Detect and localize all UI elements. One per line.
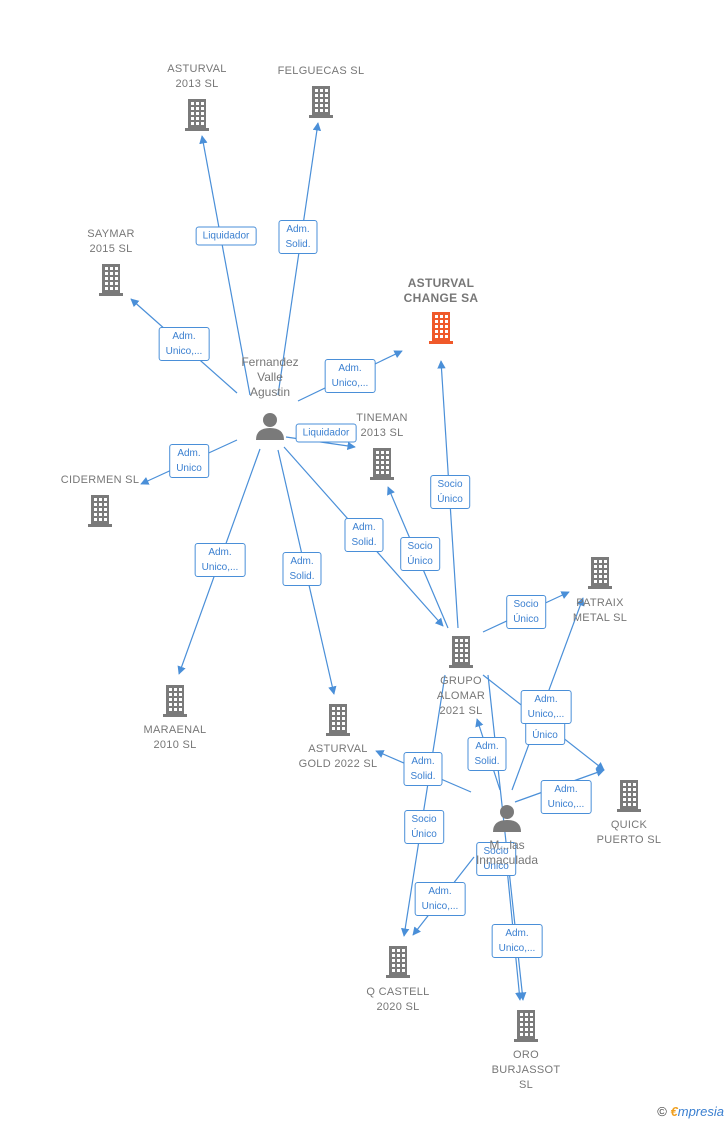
edge-label[interactable]: Adm. Unico,... bbox=[158, 327, 210, 361]
edge-label[interactable]: Adm. Solid. bbox=[467, 737, 507, 771]
edge-label[interactable]: Socio Único bbox=[400, 537, 440, 571]
company-label-asturvalchange[interactable]: ASTURVAL CHANGE SA bbox=[403, 276, 479, 305]
building-icon[interactable] bbox=[326, 704, 350, 736]
company-label-qcastell[interactable]: Q CASTELL 2020 SL bbox=[366, 986, 430, 1013]
building-icon[interactable] bbox=[386, 946, 410, 978]
building-icon[interactable] bbox=[514, 1010, 538, 1042]
company-label-oroburjassot[interactable]: ORO BURJASSOT SL bbox=[491, 1049, 561, 1091]
edge-label[interactable]: Socio Único bbox=[476, 842, 516, 876]
edge-label[interactable]: Adm. Solid. bbox=[344, 518, 384, 552]
company-label-quickpuerto[interactable]: QUICK PUERTO SL bbox=[596, 819, 662, 846]
edge-label[interactable]: Socio Único bbox=[430, 475, 470, 509]
building-icon[interactable] bbox=[429, 312, 453, 344]
person-icon[interactable] bbox=[493, 805, 521, 832]
company-label-saymar[interactable]: SAYMAR 2015 SL bbox=[87, 228, 135, 255]
person-label-person2[interactable]: M...las Inmaculada bbox=[475, 838, 539, 867]
edge-grupoalomar-to-qcastell bbox=[401, 674, 446, 937]
edge-label[interactable]: Liquidador bbox=[295, 423, 357, 443]
company-label-cidermen[interactable]: CIDERMEN SL bbox=[60, 474, 140, 486]
company-label-grupoalomar[interactable]: GRUPO ALOMAR 2021 SL bbox=[436, 675, 486, 717]
building-icon[interactable] bbox=[99, 264, 123, 296]
edge-label[interactable]: Socio Único bbox=[506, 595, 546, 629]
edge-label[interactable]: Adm. Unico,... bbox=[520, 690, 572, 724]
building-icon[interactable] bbox=[449, 636, 473, 668]
company-label-patraix[interactable]: PATRAIX METAL SL bbox=[572, 597, 628, 624]
edge-label[interactable]: Adm. Solid. bbox=[282, 552, 322, 586]
building-icon[interactable] bbox=[163, 685, 187, 717]
building-icon[interactable] bbox=[88, 495, 112, 527]
building-icon[interactable] bbox=[370, 448, 394, 480]
edge-label[interactable]: Adm. Unico,... bbox=[540, 780, 592, 814]
edge-label[interactable]: Adm. Unico,... bbox=[324, 359, 376, 393]
company-label-asturval2013[interactable]: ASTURVAL 2013 SL bbox=[167, 63, 227, 90]
building-icon[interactable] bbox=[185, 99, 209, 131]
company-label-asturvalgold[interactable]: ASTURVAL GOLD 2022 SL bbox=[298, 743, 378, 770]
edge-label[interactable]: Adm. Solid. bbox=[278, 220, 318, 254]
edge-label[interactable]: Adm. Unico bbox=[169, 444, 209, 478]
building-icon[interactable] bbox=[617, 780, 641, 812]
person-label-fernandez[interactable]: Fernandez Valle Agustin bbox=[241, 355, 299, 399]
person-icon[interactable] bbox=[256, 413, 284, 440]
edge-label[interactable]: Liquidador bbox=[195, 226, 257, 246]
company-label-tineman[interactable]: TINEMAN 2013 SL bbox=[356, 412, 408, 439]
edge-label[interactable]: Adm. Unico,... bbox=[491, 924, 543, 958]
edge-fernandez-to-felguecas bbox=[277, 122, 322, 396]
company-label-felguecas[interactable]: FELGUECAS SL bbox=[277, 65, 365, 77]
building-icon[interactable] bbox=[588, 557, 612, 589]
edge-label[interactable]: Adm. Unico,... bbox=[194, 543, 246, 577]
edge-label[interactable]: Socio Único bbox=[404, 810, 444, 844]
edge-label[interactable]: Adm. Solid. bbox=[403, 752, 443, 786]
building-icon[interactable] bbox=[309, 86, 333, 118]
edge-fernandez-to-asturval2013 bbox=[199, 135, 251, 396]
company-label-maraenal[interactable]: MARAENAL 2010 SL bbox=[143, 724, 207, 751]
edge-label[interactable]: Adm. Unico,... bbox=[414, 882, 466, 916]
empresia-logo: © €mpresia bbox=[657, 1104, 724, 1119]
